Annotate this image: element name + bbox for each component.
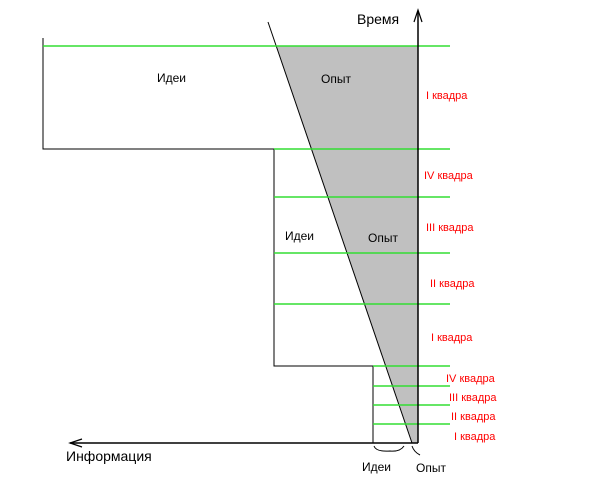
- quadra-lines: [43, 45, 450, 425]
- quadra-label: IV квадра: [446, 373, 496, 385]
- block-2-ideas-label: Идеи: [285, 229, 314, 243]
- block-2-outline: [273, 149, 418, 367]
- information-axis-arrowhead: [68, 438, 83, 448]
- quadra-label: III квадра: [426, 222, 474, 234]
- quadra-label: IV квадра: [424, 170, 474, 182]
- quadra-label: III квадра: [449, 392, 497, 404]
- ideas-bracket: [373, 445, 405, 452]
- quadra-label: I квадра: [454, 431, 496, 443]
- quadra-label: II квадра: [451, 411, 496, 423]
- block-1-experience-label: Опыт: [321, 72, 351, 86]
- block-2-experience-label: Опыт: [368, 231, 398, 245]
- block-3-experience-label: Опыт: [416, 461, 446, 475]
- quadra-label: II квадра: [430, 278, 475, 290]
- block-3-ideas-label: Идеи: [362, 460, 391, 474]
- experience-bracket: [411, 445, 421, 456]
- information-axis-label: Информация: [66, 448, 152, 464]
- experience-wedge: [276, 46, 418, 443]
- quadra-label: I квадра: [431, 332, 473, 344]
- time-axis-label: Время: [357, 11, 399, 27]
- ideas-experience-boundary: [267, 21, 413, 444]
- block-1-ideas-label: Идеи: [157, 71, 186, 85]
- quadra-label: I квадра: [426, 90, 468, 102]
- time-axis-arrowhead: [413, 8, 423, 23]
